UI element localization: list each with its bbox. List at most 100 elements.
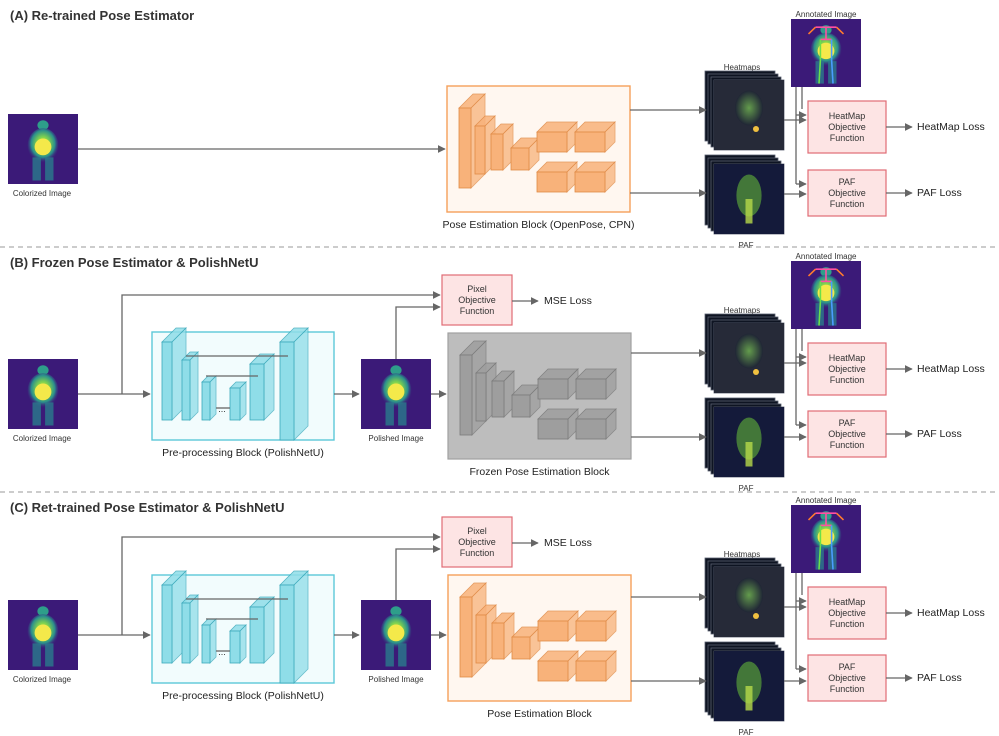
annotated-image bbox=[791, 505, 861, 573]
cube-front bbox=[490, 133, 504, 171]
heatmap-glow bbox=[735, 577, 763, 613]
cube-side bbox=[209, 375, 217, 421]
colorized-image-label: Colorized Image bbox=[13, 434, 72, 443]
heatmaps-label: Heatmaps bbox=[724, 63, 760, 72]
layer-cube bbox=[511, 384, 541, 418]
objective-box bbox=[807, 410, 887, 458]
cube-front bbox=[574, 171, 606, 193]
cube-front bbox=[575, 418, 607, 440]
cube-side bbox=[239, 624, 247, 664]
paf-loss-label: PAF Loss bbox=[917, 672, 962, 684]
paf-glow bbox=[736, 661, 762, 704]
layer-cube bbox=[537, 650, 579, 682]
colorized-image bbox=[8, 114, 78, 184]
layer-cube bbox=[201, 618, 217, 664]
cube-front bbox=[279, 341, 295, 441]
skeleton-limb bbox=[818, 545, 822, 570]
cube-front bbox=[537, 660, 569, 682]
cube-front bbox=[575, 660, 607, 682]
cube-front bbox=[458, 107, 472, 189]
layer-cube bbox=[536, 161, 578, 193]
right-leg-shape bbox=[45, 643, 54, 667]
mse-loss-label: MSE Loss bbox=[544, 295, 592, 307]
objective-box bbox=[807, 586, 887, 640]
skeleton-limb bbox=[830, 301, 834, 326]
cube-side bbox=[209, 618, 217, 664]
layer-cube bbox=[249, 353, 275, 421]
objective-line: HeatMap bbox=[829, 353, 866, 363]
cube-front bbox=[575, 620, 607, 642]
objective-box bbox=[441, 516, 513, 568]
polished-image-label: Polished Image bbox=[368, 434, 424, 443]
paf-glow bbox=[736, 417, 762, 460]
heatmaps-label: Heatmaps bbox=[724, 550, 760, 559]
left-leg-shape bbox=[32, 157, 41, 181]
objective-line: PAF bbox=[839, 418, 856, 428]
right-leg-shape bbox=[45, 402, 54, 426]
cube-front bbox=[511, 636, 531, 660]
polished-image bbox=[361, 600, 431, 670]
cube-front bbox=[536, 171, 568, 193]
cube-front bbox=[491, 622, 505, 660]
polished-image-label: Polished Image bbox=[368, 675, 424, 684]
paf-limb bbox=[745, 442, 753, 467]
layer-cube bbox=[279, 570, 309, 684]
skeleton-limb bbox=[830, 545, 834, 570]
objective-line: Objective bbox=[828, 608, 866, 618]
objective-line: Function bbox=[830, 684, 865, 694]
right-leg-shape bbox=[45, 157, 54, 181]
pose-network-layers bbox=[459, 340, 617, 440]
cube-front bbox=[229, 630, 241, 664]
cube-front bbox=[201, 381, 211, 421]
cube-front bbox=[161, 341, 173, 421]
heatmaps-stack bbox=[704, 70, 785, 151]
pose-block-label: Frozen Pose Estimation Block bbox=[469, 466, 610, 478]
annotated-image-label: Annotated Image bbox=[796, 252, 857, 261]
colorized-image bbox=[8, 600, 78, 670]
heatmap-peak bbox=[753, 369, 759, 375]
left-leg-shape bbox=[32, 402, 41, 426]
objective-line: Objective bbox=[828, 429, 866, 439]
cube-front bbox=[537, 378, 569, 400]
section-title: (A) Re-trained Pose Estimator bbox=[10, 8, 194, 23]
layer-cube bbox=[181, 351, 199, 421]
cube-front bbox=[459, 354, 473, 436]
layer-cube bbox=[575, 368, 617, 400]
objective-line: Pixel bbox=[467, 526, 487, 536]
cube-front bbox=[511, 394, 531, 418]
paf-label: PAF bbox=[739, 728, 754, 736]
hot-core-shape bbox=[817, 528, 835, 546]
cube-side bbox=[189, 594, 199, 664]
skeleton-limb bbox=[835, 512, 845, 521]
cube-front bbox=[229, 387, 241, 421]
heatmap-peak bbox=[753, 126, 759, 132]
right-leg-shape bbox=[398, 402, 407, 426]
objective-line: Pixel bbox=[467, 284, 487, 294]
heatmap-loss-label: HeatMap Loss bbox=[917, 607, 985, 619]
layer-cube bbox=[537, 368, 579, 400]
paf-limb bbox=[745, 199, 753, 224]
input-to-pixel-objective-arrow bbox=[121, 533, 441, 635]
pose-skeleton bbox=[807, 26, 845, 84]
objective-line: Objective bbox=[828, 673, 866, 683]
cube-side bbox=[263, 596, 275, 664]
layer-cube bbox=[490, 123, 514, 171]
objective-line: Objective bbox=[458, 295, 496, 305]
colorized-image bbox=[8, 359, 78, 429]
objective-line: Objective bbox=[828, 188, 866, 198]
objective-box bbox=[441, 274, 513, 326]
paf-stack bbox=[704, 641, 785, 722]
heatmap-loss-label: HeatMap Loss bbox=[917, 121, 985, 133]
hot-core-shape bbox=[34, 383, 52, 401]
pose-block-label: Pose Estimation Block (OpenPose, CPN) bbox=[443, 219, 635, 231]
cube-front bbox=[475, 614, 487, 664]
colorized-image-label: Colorized Image bbox=[13, 189, 72, 198]
layer-cube bbox=[575, 610, 617, 642]
cube-front bbox=[475, 372, 487, 422]
